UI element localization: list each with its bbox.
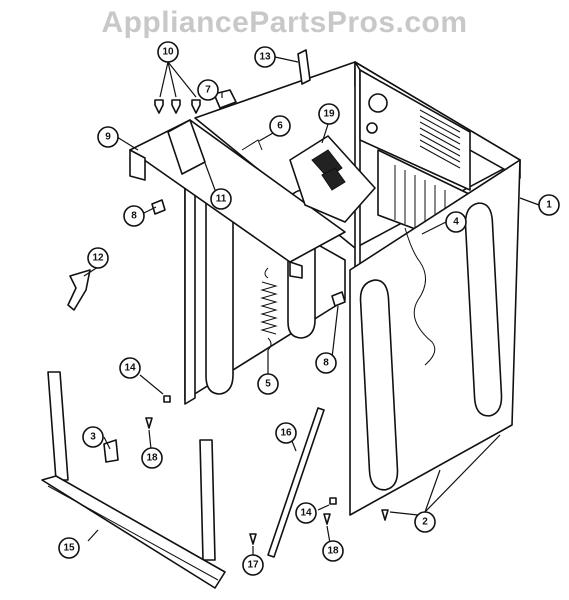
power-cord-part-4 xyxy=(404,227,436,366)
callout-label: 6 xyxy=(277,121,283,132)
callout-label: 10 xyxy=(162,47,174,58)
callout-3: 3 xyxy=(82,426,104,448)
callout-label: 9 xyxy=(105,132,111,143)
callout-2: 2 xyxy=(414,511,436,533)
callout-label: 16 xyxy=(280,428,292,439)
callout-label: 14 xyxy=(300,508,312,519)
callout-19: 19 xyxy=(318,103,340,125)
callout-6: 6 xyxy=(269,115,291,137)
callout-7: 7 xyxy=(197,79,219,101)
callout-18-right: 18 xyxy=(322,540,344,562)
callout-label: 19 xyxy=(323,109,335,120)
callout-label: 7 xyxy=(205,85,211,96)
callout-5: 5 xyxy=(257,373,279,395)
callout-label: 18 xyxy=(146,453,158,464)
callout-label: 3 xyxy=(90,432,96,443)
callout-10: 10 xyxy=(157,41,179,63)
callout-14-left: 14 xyxy=(119,357,141,379)
callout-18-left: 18 xyxy=(141,447,163,469)
callout-label: 1 xyxy=(546,200,552,211)
watermark-logo: AppliancePartsPros.com xyxy=(101,6,468,39)
callout-label: 13 xyxy=(259,52,271,63)
callout-16: 16 xyxy=(275,422,297,444)
small-hardware xyxy=(67,49,389,558)
callout-9: 9 xyxy=(97,126,119,148)
callout-label: 17 xyxy=(247,560,259,571)
callout-15: 15 xyxy=(58,537,80,559)
front-brace-part-9 xyxy=(129,119,346,279)
callout-label: 5 xyxy=(265,379,271,390)
callout-12: 12 xyxy=(87,247,109,269)
cabinet-part-1 xyxy=(194,61,521,516)
callout-label: 4 xyxy=(453,217,459,228)
callout-label: 8 xyxy=(323,358,329,369)
callout-13: 13 xyxy=(254,46,276,68)
callout-8-left: 8 xyxy=(123,205,145,227)
callout-14-right: 14 xyxy=(295,502,317,524)
callout-8-right: 8 xyxy=(315,352,337,374)
callout-label: 14 xyxy=(124,363,136,374)
callout-label: 15 xyxy=(63,543,75,554)
callout-label: 11 xyxy=(216,194,227,205)
callout-label: 2 xyxy=(422,517,428,528)
callout-17: 17 xyxy=(242,554,264,576)
callout-label: 8 xyxy=(131,211,137,222)
control-bracket-part-19 xyxy=(289,135,376,223)
callout-label: 18 xyxy=(327,546,339,557)
callout-4: 4 xyxy=(445,211,467,233)
callout-1: 1 xyxy=(538,194,560,216)
callout-label: 12 xyxy=(92,253,104,264)
front-frame-part-15 xyxy=(41,371,226,589)
callout-11: 11 xyxy=(210,188,232,210)
spring-part-5 xyxy=(260,267,278,351)
